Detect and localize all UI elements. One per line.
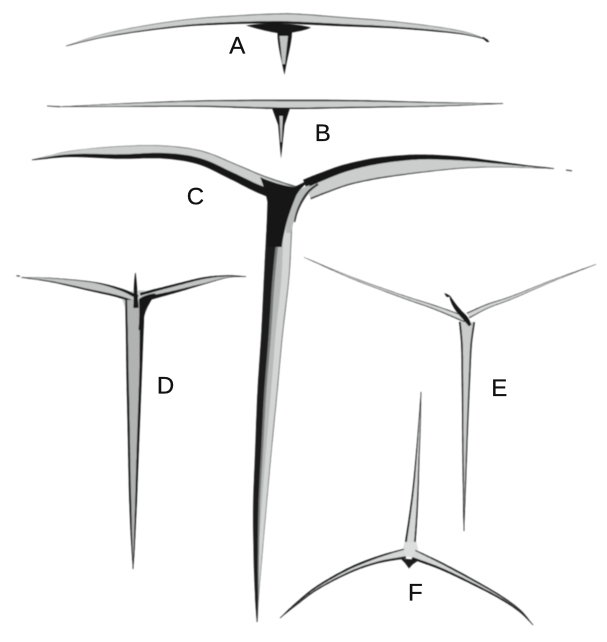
svg-text:A: A	[229, 33, 245, 60]
svg-text:E: E	[491, 375, 507, 402]
svg-text:C: C	[187, 184, 204, 211]
svg-text:D: D	[157, 372, 174, 399]
svg-text:F: F	[408, 579, 423, 606]
svg-text:B: B	[315, 120, 331, 147]
